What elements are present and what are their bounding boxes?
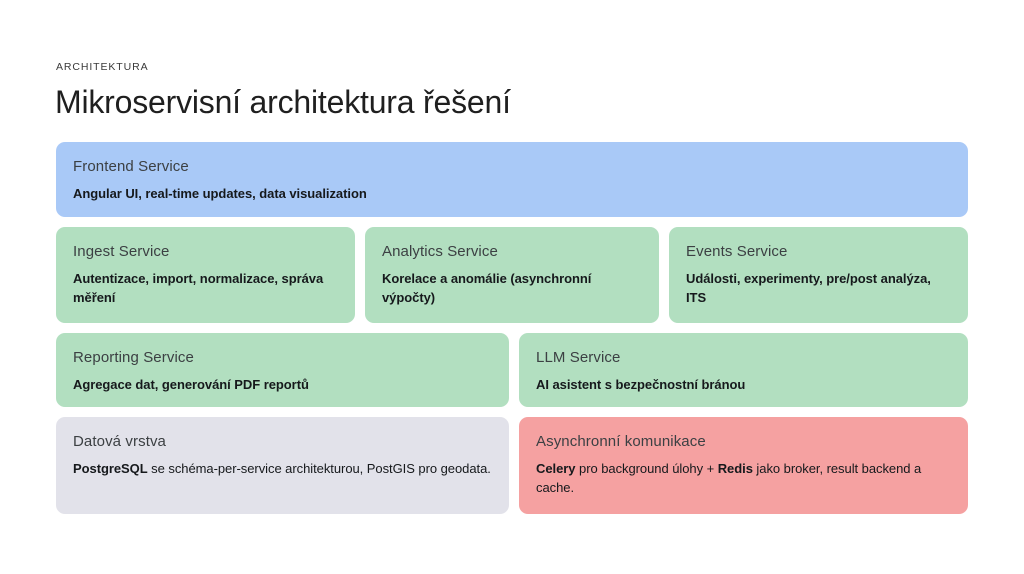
card-ingest-service[interactable]: Ingest Service Autentizace, import, norm… [56,227,355,323]
card-title: Frontend Service [73,158,189,175]
card-description: Angular UI, real-time updates, data visu… [73,186,367,201]
page-title: Mikroservisní architektura řešení [55,84,511,120]
card-description: Události, experimenty, pre/post analýza,… [686,271,931,305]
card-row-frontend: Frontend Service Angular UI, real-time u… [56,142,968,217]
card-async-communication[interactable]: Asynchronní komunikace Celery pro backgr… [519,417,968,514]
card-row-core-services: Ingest Service Autentizace, import, norm… [56,227,968,323]
card-description: Agregace dat, generování PDF reportů [73,377,309,392]
card-title: Reporting Service [73,349,194,366]
card-description: AI asistent s bezpečnostní bránou [536,377,746,392]
card-row-support-services: Reporting Service Agregace dat, generová… [56,333,968,407]
card-row-infrastructure: Datová vrstva PostgreSQL se schéma-per-s… [56,417,968,514]
card-llm-service[interactable]: LLM Service AI asistent s bezpečnostní b… [519,333,968,407]
card-title: Events Service [686,243,788,260]
card-title: LLM Service [536,349,621,366]
card-frontend-service[interactable]: Frontend Service Angular UI, real-time u… [56,142,968,217]
card-analytics-service[interactable]: Analytics Service Korelace a anomálie (a… [365,227,659,323]
card-title: Ingest Service [73,243,170,260]
card-events-service[interactable]: Events Service Události, experimenty, pr… [669,227,968,323]
card-reporting-service[interactable]: Reporting Service Agregace dat, generová… [56,333,509,407]
card-data-layer[interactable]: Datová vrstva PostgreSQL se schéma-per-s… [56,417,509,514]
card-description: PostgreSQL se schéma-per-service archite… [73,461,491,476]
slide-eyebrow-label: ARCHITEKTURA [56,61,149,73]
card-description: Korelace a anomálie (asynchronní výpočty… [382,271,592,305]
architecture-card-grid: Frontend Service Angular UI, real-time u… [56,142,968,524]
card-description: Autentizace, import, normalizace, správa… [73,271,324,305]
card-description: Celery pro background úlohy + Redis jako… [536,461,922,495]
card-title: Asynchronní komunikace [536,433,706,450]
card-title: Analytics Service [382,243,498,260]
card-title: Datová vrstva [73,433,166,450]
